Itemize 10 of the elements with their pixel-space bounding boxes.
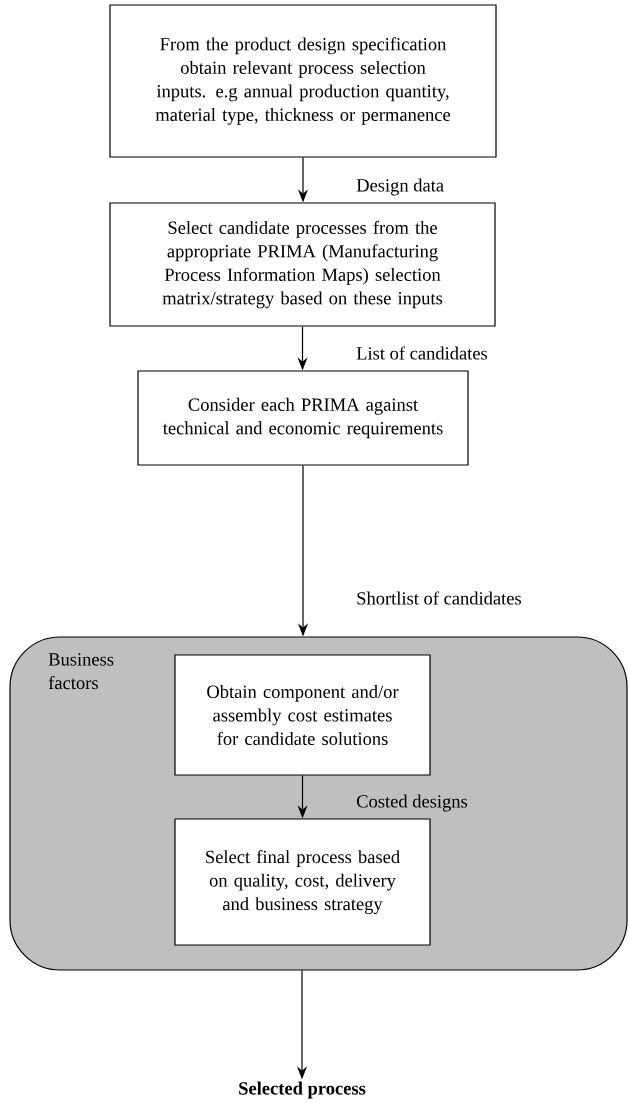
process-box: Obtain component and/or assembly cost estimates for candidate solutions	[174, 654, 431, 776]
edge-label: Shortlist of candidates	[357, 591, 521, 605]
edge-label: Costed designs	[356, 794, 468, 812]
process-box: From the product design specification obtain relevant process selection inputs. e.g annual production quantity, material type, thickness or permanence	[109, 4, 497, 158]
edge-label: List of candidates	[356, 346, 488, 360]
edge-label: Design data	[356, 178, 444, 196]
process-box: Select final process based on quality, cost, delivery and business strategy	[174, 818, 431, 946]
output-label: Selected process	[239, 1081, 366, 1099]
process-box: Select candidate processes from the appropriate PRIMA (Manufacturing Process Information Maps) selection matrix/strategy based on these inputs	[109, 202, 496, 327]
process-box: Consider each PRIMA against technical and economic requirements	[137, 370, 469, 466]
